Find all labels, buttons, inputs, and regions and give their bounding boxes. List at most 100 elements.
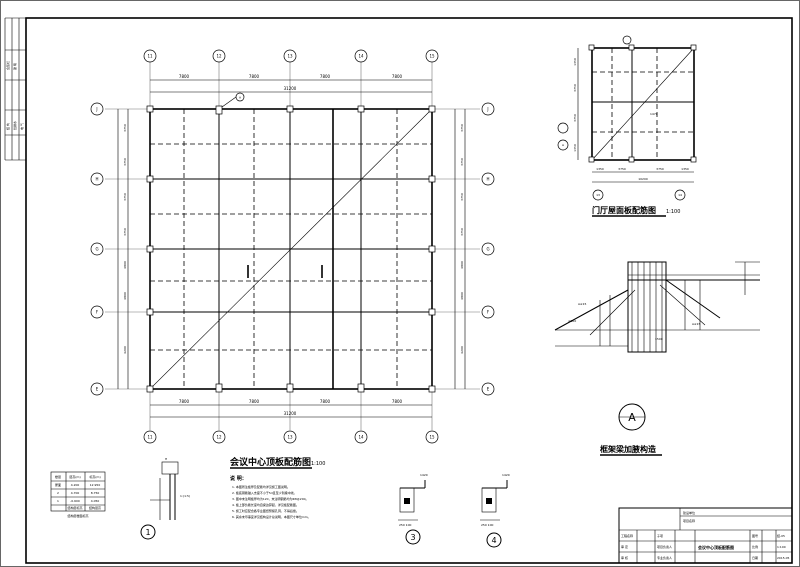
lobby-slab-outline xyxy=(591,47,695,161)
lobby-dim-note: 1470 xyxy=(650,112,658,116)
diagonal-line xyxy=(149,108,433,390)
main-roof-plan: A 7800 7800 7800 7800 31200 7800 7800 78… xyxy=(90,49,495,469)
note-line: 1. 本图所注板厚及配筋均详见施工图说明。 xyxy=(232,484,290,489)
title-block-cell: 审 核 xyxy=(621,555,628,560)
strip-label: 会签栏 xyxy=(5,61,10,70)
dim-span: 7800 xyxy=(320,74,331,79)
axis-label: 13 xyxy=(287,435,293,440)
dim-vertical: 4800 xyxy=(460,292,464,300)
table-cell: 屋面 xyxy=(55,482,61,487)
right-dimensions: 3750 3750 3750 3750 4800 4800 4200 xyxy=(454,109,466,389)
section-marker-label: A xyxy=(239,96,242,100)
lobby-dim: 1350 xyxy=(596,167,604,171)
dim-vertical: 3750 xyxy=(460,158,464,166)
lobby-roof-plan: 1470 1350 3750 3750 1350 10200 1350 3750… xyxy=(557,35,697,217)
dim-vertical: 4800 xyxy=(123,292,127,300)
left-dimensions: 3750 3750 3750 3750 4800 4800 4200 xyxy=(117,109,129,389)
title-block-cell: 图号 xyxy=(752,533,758,538)
dim-vertical: 3750 xyxy=(460,124,464,132)
table-cell: 4.050 xyxy=(91,499,100,503)
haunch-dim-a: ≥500 xyxy=(568,319,576,323)
axis-label: J xyxy=(95,107,97,112)
title-block-cell: 项目负责人 xyxy=(657,544,672,549)
dim-span: 7800 xyxy=(249,74,260,79)
beam-detail-title: 框架梁加腋构造 xyxy=(600,444,656,454)
detail-1-dim-top: H xyxy=(165,457,167,461)
axis-label: 11 xyxy=(147,435,153,440)
title-block-cell: 结-05 xyxy=(777,533,785,538)
lobby-dim-total: 10200 xyxy=(638,177,648,181)
lobby-dim: 1350 xyxy=(573,58,577,66)
axis-label: 14 xyxy=(358,54,364,59)
beam-haunch-detail: A≥15 A≥15 ≥500 1500 A 框架梁加腋构造 xyxy=(554,261,760,456)
haunch-label-left: A≥15 xyxy=(578,302,586,306)
title-block-cell: 日期 xyxy=(752,555,758,560)
lobby-dim: 3750 xyxy=(573,84,577,92)
dim-vertical: 4200 xyxy=(123,346,127,354)
haunch-label-right: A≥15 xyxy=(692,322,700,326)
axis-label: 15 xyxy=(429,435,435,440)
table-cell: 8.750 xyxy=(91,491,100,495)
dim-span: 7800 xyxy=(392,74,403,79)
general-notes: 说 明： 1. 本图所注板厚及配筋均详见施工图说明。 2. 板底钢筋锚入支座不小… xyxy=(230,475,311,519)
main-plan-scale: 1:100 xyxy=(311,461,325,467)
detail-marker-a: A xyxy=(628,411,636,424)
dim-vertical: 3750 xyxy=(460,228,464,236)
section-marker: A xyxy=(221,92,245,108)
sheet-inner-border xyxy=(25,17,793,564)
haunch-dim-b: 1500 xyxy=(655,337,663,341)
dim-vertical: 3750 xyxy=(123,228,127,236)
lobby-dim: 1350 xyxy=(681,167,689,171)
detail-3: 1420 250 100 3 xyxy=(398,473,428,545)
secondary-beams xyxy=(150,109,432,389)
axis-label: 12 xyxy=(216,435,222,440)
dim-vertical: 4800 xyxy=(123,261,127,269)
title-block-cell: 子项 xyxy=(657,533,663,538)
table-footer: 结构层高 xyxy=(89,505,101,510)
title-block-cell: 比例 xyxy=(752,544,758,549)
title-block-sheet-title: 会议中心顶板配筋图 xyxy=(698,544,734,550)
axis-label: H xyxy=(95,177,98,182)
detail-4-dim-top: 1420 xyxy=(502,473,510,477)
table-header: 楼层 xyxy=(55,474,61,479)
detail-3-dim-bottom: 250 100 xyxy=(399,523,411,527)
title-block-label: 建设单位 xyxy=(683,510,695,515)
detail-marker: 1 xyxy=(145,528,150,537)
axis-label: 14 xyxy=(358,435,364,440)
table-cell: 4.200 xyxy=(71,483,80,487)
dim-span: 7800 xyxy=(249,399,260,404)
dim-span: 7800 xyxy=(179,399,190,404)
axis-label: E xyxy=(487,387,490,392)
dim-vertical: 3750 xyxy=(460,193,464,201)
lobby-plan-scale: 1:100 xyxy=(666,209,680,215)
title-block-cell: 2015.05 xyxy=(777,556,789,560)
columns xyxy=(146,105,436,393)
axis-bubbles-bottom: 11 12 13 14 15 xyxy=(143,430,439,444)
note-line: 3. 图中未注明板厚均为120，未注明钢筋均为Φ8@200。 xyxy=(232,496,309,501)
level-table: 楼层 层高(m) 标高(m) 屋面 4.200 12.950 2 4.700 8… xyxy=(50,471,106,518)
axis-label: H xyxy=(486,177,489,182)
lobby-dim: 1350 xyxy=(573,144,577,152)
detail-marker: 4 xyxy=(491,536,496,545)
detail-4: 1420 250 100 4 xyxy=(480,473,510,548)
dim-vertical: 3750 xyxy=(123,124,127,132)
notes-title: 说 明： xyxy=(230,475,247,482)
table-footer: 结构层标高 xyxy=(67,505,82,510)
dim-vertical: 4800 xyxy=(460,261,464,269)
bottom-dimensions: 7800 7800 7800 7800 31200 xyxy=(150,399,432,418)
table-caption: 结构层楼面标高 xyxy=(67,513,88,518)
table-cell: 1 xyxy=(57,499,59,503)
title-block-label: 项目名称 xyxy=(683,518,695,523)
lobby-dim: 3750 xyxy=(618,167,626,171)
axis-label: F xyxy=(96,310,99,315)
axis-bubbles-left: J H G F E xyxy=(90,102,104,396)
lobby-axis-label: 13 xyxy=(596,193,600,197)
lobby-axis-label: A xyxy=(562,143,565,147)
table-cell: 2 xyxy=(57,491,59,495)
title-block-cell: 1:100 xyxy=(777,545,786,549)
detail-4-dim-bottom: 250 100 xyxy=(481,523,493,527)
axis-label: G xyxy=(486,247,489,252)
note-line: 2. 板底钢筋锚入支座不小于5d且至少到梁中线。 xyxy=(232,490,297,495)
lobby-axis-label: 14 xyxy=(678,193,682,197)
